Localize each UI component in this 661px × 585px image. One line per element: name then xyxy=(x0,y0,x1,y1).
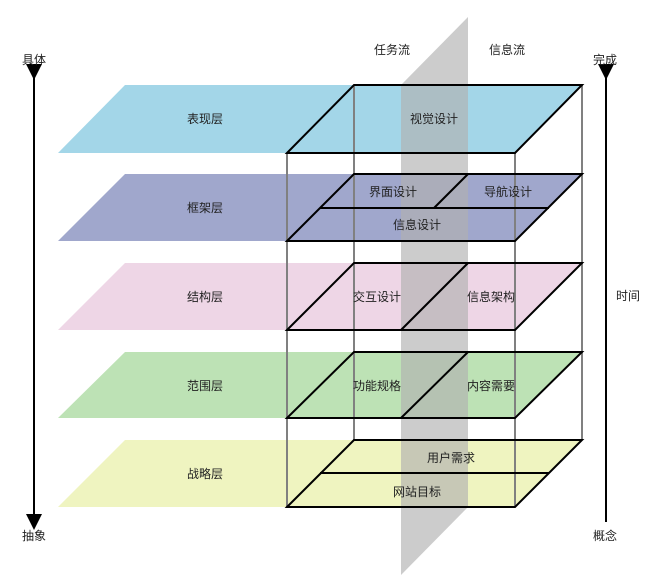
layer-name-structure: 结构层 xyxy=(187,289,223,304)
cell-site-objectives: 网站目标 xyxy=(393,485,441,499)
cell-content-requirements: 内容需要 xyxy=(467,378,515,393)
cell-functional-spec: 功能规格 xyxy=(353,378,401,393)
axis-label-concrete: 具体 xyxy=(22,53,46,67)
axis-label-completion: 完成 xyxy=(593,52,617,67)
cell-information-design: 信息设计 xyxy=(393,217,441,232)
cell-interface-design: 界面设计 xyxy=(369,185,417,199)
layer-name-strategy: 战略层 xyxy=(187,466,223,481)
layer-name-scope: 范围层 xyxy=(187,379,223,393)
layer-name-skeleton: 框架层 xyxy=(187,201,223,215)
cell-information-architecture: 信息架构 xyxy=(467,289,515,304)
axis-label-conception: 概念 xyxy=(593,528,617,543)
cell-visual-design: 视觉设计 xyxy=(410,111,458,126)
axis-label-time: 时间 xyxy=(616,289,640,303)
box-layers xyxy=(284,84,585,508)
layer-name-presentation: 表现层 xyxy=(187,112,223,126)
flow-label-task: 任务流 xyxy=(374,42,410,57)
cell-navigation-design: 导航设计 xyxy=(484,184,532,199)
cell-interaction-design: 交互设计 xyxy=(353,289,401,304)
axis-label-abstract: 抽象 xyxy=(22,529,46,543)
cell-user-needs: 用户需求 xyxy=(427,450,475,465)
flow-label-info: 信息流 xyxy=(489,42,525,57)
